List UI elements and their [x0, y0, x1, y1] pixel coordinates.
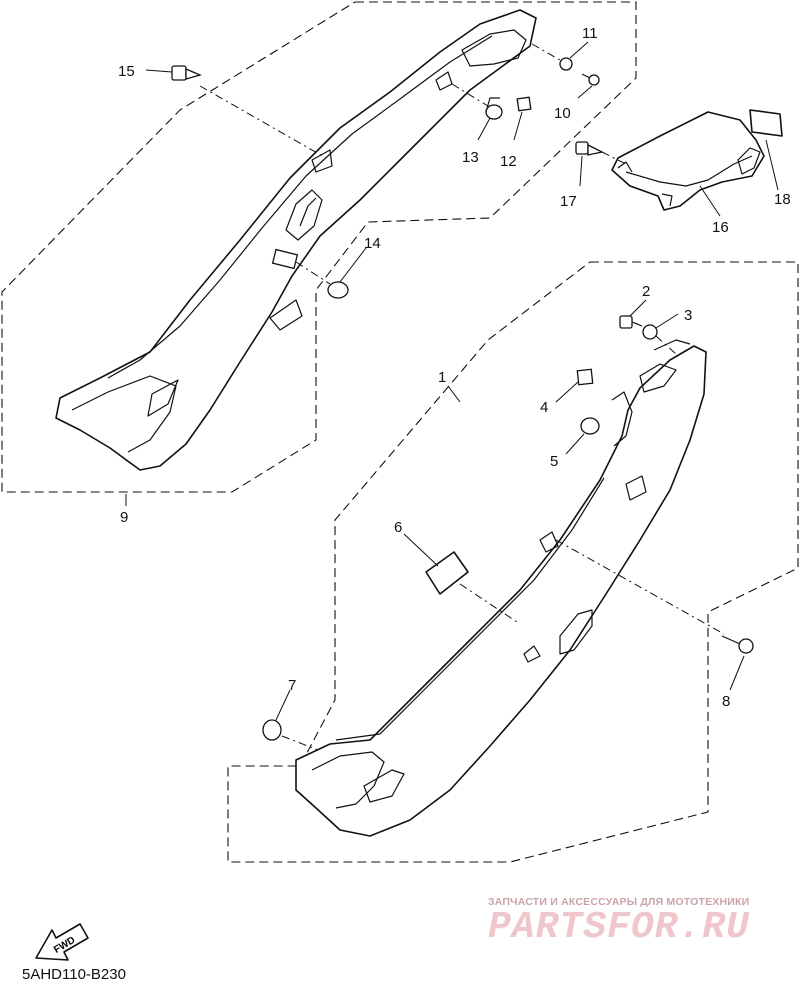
clip-12 — [516, 96, 532, 112]
callout-15: 15 — [118, 63, 135, 80]
leader-4 — [555, 381, 579, 403]
nut-11 — [559, 57, 573, 71]
leader-2-axis — [655, 335, 677, 355]
leader-3 — [655, 313, 679, 329]
callout-6: 6 — [394, 519, 402, 536]
side-cover-left — [55, 9, 537, 471]
leader-18 — [765, 139, 779, 191]
leader-1 — [447, 385, 461, 403]
callout-2: 2 — [642, 283, 650, 300]
leader-6-axis — [459, 583, 521, 625]
watermark-brand: PARTSFOR.RU — [488, 906, 750, 949]
watermark-caption: ЗАПЧАСТИ И АКСЕССУАРЫ ДЛЯ МОТОТЕХНИКИ — [488, 896, 750, 908]
callout-17: 17 — [560, 193, 577, 210]
leader-16 — [699, 185, 721, 217]
bolt-15 — [171, 65, 202, 81]
callout-13: 13 — [462, 149, 479, 166]
bolt-8 — [721, 635, 754, 654]
leader-8-axis — [555, 539, 725, 635]
callout-3: 3 — [684, 307, 692, 324]
leader-5 — [565, 433, 585, 455]
clip-4 — [576, 368, 594, 386]
washer-3 — [642, 324, 658, 340]
callout-10: 10 — [554, 105, 571, 122]
drawing-code: 5AHD110-B230 — [22, 966, 126, 983]
fwd-arrow-icon: FWD — [35, 923, 89, 961]
callout-9: 9 — [120, 509, 128, 526]
side-cover-right — [295, 339, 707, 837]
leader-11 — [569, 41, 589, 59]
leader-7 — [275, 689, 291, 721]
callout-7: 7 — [288, 677, 296, 694]
callout-12: 12 — [500, 153, 517, 170]
bolt-17 — [575, 141, 604, 156]
rear-cover-16 — [611, 111, 765, 211]
leader-17 — [579, 155, 583, 187]
screw-10 — [581, 73, 600, 86]
grommet-5 — [580, 417, 600, 435]
leader-15 — [145, 69, 173, 73]
frame-part-1 — [227, 261, 799, 863]
frame-part-9 — [1, 1, 637, 493]
leader-13-axis — [451, 83, 489, 107]
leader-15-axis — [199, 85, 327, 159]
callout-5: 5 — [550, 453, 558, 470]
leader-11-axis — [531, 43, 561, 61]
grommet-13 — [485, 97, 503, 120]
collar-14 — [327, 281, 349, 299]
leader-17-axis — [601, 151, 627, 165]
callout-14: 14 — [364, 235, 381, 252]
leader-7-axis — [281, 735, 319, 751]
leader-14-axis — [295, 261, 331, 285]
callout-18: 18 — [774, 191, 791, 208]
collar-7 — [262, 719, 282, 741]
leader-6 — [403, 533, 439, 567]
leader-10 — [577, 85, 593, 99]
clip-14 — [271, 248, 299, 270]
watermark: ЗАПЧАСТИ И АКСЕССУАРЫ ДЛЯ МОТОТЕХНИКИ PA… — [488, 896, 788, 949]
callout-4: 4 — [540, 399, 548, 416]
callout-16: 16 — [712, 219, 729, 236]
pad-18 — [749, 109, 783, 137]
leader-8 — [729, 655, 745, 691]
leader-2 — [629, 299, 647, 317]
callout-8: 8 — [722, 693, 730, 710]
callout-11: 11 — [582, 25, 598, 42]
callout-1: 1 — [438, 369, 446, 386]
leader-14 — [339, 247, 367, 283]
leader-13 — [477, 117, 491, 141]
label-6 — [425, 551, 469, 595]
bolt-2 — [619, 315, 643, 329]
leader-12 — [513, 111, 523, 141]
